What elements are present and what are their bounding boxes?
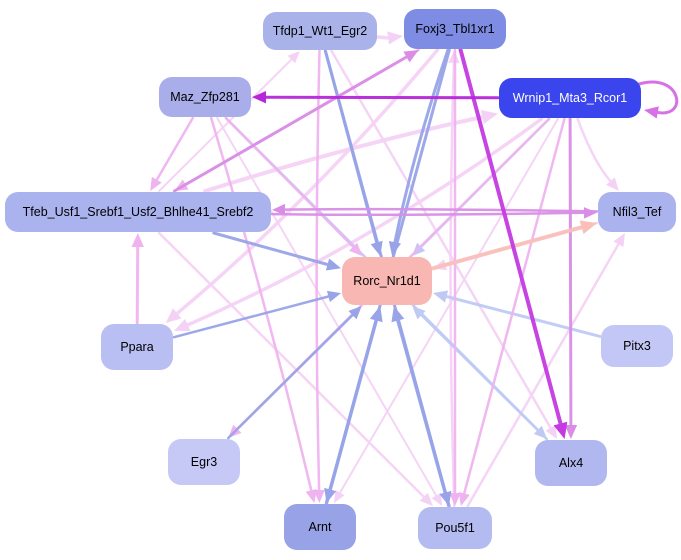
- arrowhead-ppara-rorc: [326, 290, 341, 303]
- arrowhead-wrnip1-alx4: [564, 424, 578, 439]
- node-label-wrnip1: Wrnip1_Mta3_Rcor1: [512, 91, 628, 105]
- edge-wrnip1-arnt: [339, 118, 559, 494]
- node-wrnip1[interactable]: Wrnip1_Mta3_Rcor1: [499, 78, 641, 118]
- arrowhead-wrnip1-pou5f1: [458, 491, 470, 506]
- edge-tfeb-rorc: [212, 231, 329, 266]
- arrowhead-wrnip1-maz: [252, 90, 267, 104]
- node-foxj3[interactable]: Foxj3_Tbl1xr1: [404, 9, 506, 49]
- arrowhead-wrnip1-ppara: [174, 318, 191, 332]
- node-ppara[interactable]: Ppara: [101, 324, 173, 370]
- arrowhead-maz-rorc: [349, 242, 363, 256]
- node-pou5f1[interactable]: Pou5f1: [418, 507, 492, 549]
- node-label-nfil3: Nfil3_Tef: [612, 205, 662, 219]
- arrowhead-tfeb-pou5f1: [419, 492, 433, 506]
- edge-maz-pou5f1: [216, 117, 438, 497]
- arrowhead-foxj3-pou5f1: [449, 493, 461, 506]
- arrowhead-foxj3-alx4: [553, 421, 568, 439]
- node-egr3[interactable]: Egr3: [168, 439, 240, 485]
- edge-tfeb-tfdp1: [158, 58, 293, 192]
- node-label-pou5f1: Pou5f1: [435, 521, 475, 535]
- edge-rorc-nfil3: [431, 225, 584, 271]
- arrowhead-foxj3-arnt: [324, 487, 337, 503]
- node-tfeb[interactable]: Tfeb_Usf1_Srebf1_Usf2_Bhlhe41_Srebf2: [5, 192, 271, 232]
- arrowhead-egr3-rorc: [348, 306, 362, 320]
- arrowhead-maz-alx4: [533, 425, 547, 439]
- arrowhead-maz-pou5f1: [431, 492, 443, 506]
- edge-wrnip1-alx4: [568, 117, 573, 427]
- arrowhead-maz-arnt: [305, 489, 317, 503]
- node-label-alx4: Alx4: [558, 456, 584, 470]
- node-label-pitx3: Pitx3: [623, 339, 651, 353]
- edge-ppara-tfeb: [135, 245, 140, 325]
- arrowhead-tfeb-foxj3: [403, 50, 419, 63]
- node-label-egr3: Egr3: [190, 455, 218, 469]
- edge-egr3-rorc: [227, 313, 354, 440]
- arrowhead-tfdp1-pou5f1: [439, 490, 452, 506]
- edge-tfeb-pou5f1: [157, 231, 425, 499]
- node-label-arnt: Arnt: [308, 520, 332, 534]
- node-label-rorc: Rorc_Nr1d1: [353, 274, 421, 288]
- node-pitx3[interactable]: Pitx3: [601, 325, 673, 367]
- arrowhead-wrnip1-wrnip1: [644, 106, 659, 119]
- edge-tfdp1-foxj3: [376, 35, 390, 40]
- arrowhead-pou5f1-nfil3: [613, 233, 625, 248]
- edge-foxj3-ppara: [175, 48, 440, 316]
- arrowhead-rorc-nfil3: [579, 220, 597, 235]
- arrowhead-tfdp1-arnt: [313, 489, 325, 503]
- node-nfil3[interactable]: Nfil3_Tef: [598, 192, 676, 232]
- edge-tfdp1-arnt: [315, 49, 321, 492]
- edge-foxj3-alx4: [458, 48, 563, 426]
- edge-maz-arnt: [209, 116, 313, 492]
- edge-pou5f1-foxj3: [449, 61, 456, 508]
- arrowhead-nfil3-tfeb: [272, 203, 286, 216]
- node-maz[interactable]: Maz_Zfp281: [159, 77, 251, 117]
- arrowhead-pitx3-rorc: [433, 290, 449, 303]
- arrowhead-tfeb-wrnip1: [480, 110, 498, 124]
- edge-maz-tfeb: [155, 116, 195, 182]
- edge-maz-rorc: [224, 116, 355, 249]
- node-label-ppara: Ppara: [120, 340, 154, 354]
- arrowhead-foxj3-ppara: [165, 308, 182, 323]
- edge-ppara-rorc: [172, 295, 330, 339]
- arrowhead-ppara-tfeb: [131, 233, 144, 248]
- arrowhead-tfeb-nfil3: [583, 207, 597, 219]
- edge-nfil3-tfeb: [283, 207, 599, 213]
- node-label-tfeb: Tfeb_Usf1_Srebf1_Usf2_Bhlhe41_Srebf2: [22, 205, 254, 219]
- edge-pitx3-rorc: [445, 295, 602, 338]
- node-label-foxj3: Foxj3_Tbl1xr1: [415, 22, 495, 36]
- edge-tfeb-foxj3: [172, 55, 408, 193]
- node-tfdp1[interactable]: Tfdp1_Wt1_Egr2: [263, 12, 377, 50]
- arrowhead-tfdp1-alx4: [545, 424, 558, 439]
- edge-wrnip1-maz: [264, 95, 500, 100]
- arrowhead-wrnip1-nfil3: [606, 177, 619, 191]
- node-label-tfdp1: Tfdp1_Wt1_Egr2: [272, 24, 368, 38]
- edge-pou5f1-nfil3: [466, 243, 620, 508]
- arrowhead-tfeb-rorc: [325, 258, 341, 271]
- node-alx4[interactable]: Alx4: [535, 440, 607, 486]
- node-rorc[interactable]: Rorc_Nr1d1: [342, 257, 432, 305]
- edge-tfeb-nfil3: [270, 211, 586, 217]
- edge-wrnip1-pou5f1: [462, 117, 566, 495]
- arrowhead-wrnip1-arnt: [333, 489, 345, 503]
- arrowhead-tfeb-tfdp1: [287, 51, 300, 64]
- edge-wrnip1-ppara: [186, 117, 544, 327]
- edge-foxj3-rorc: [393, 48, 450, 244]
- edge-tfdp1-alx4: [330, 49, 552, 430]
- edge-wrnip1-nfil3: [576, 117, 612, 183]
- arrowhead-tfdp1-foxj3: [387, 31, 403, 45]
- node-label-maz: Maz_Zfp281: [170, 90, 240, 104]
- edge-wrnip1-wrnip1: [637, 80, 679, 115]
- node-arnt[interactable]: Arnt: [284, 504, 356, 550]
- arrowhead-maz-tfeb: [150, 176, 162, 191]
